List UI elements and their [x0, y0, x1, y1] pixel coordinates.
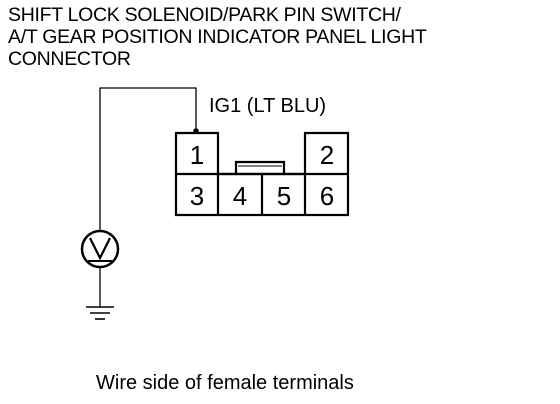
ground-icon: [86, 306, 114, 320]
terminal-6: 6: [320, 181, 334, 211]
terminal-3: 3: [190, 181, 204, 211]
terminal-4: 4: [233, 181, 247, 211]
diagram-title: SHIFT LOCK SOLENOID/PARK PIN SWITCH/ A/T…: [8, 4, 427, 70]
title-line-3: CONNECTOR: [8, 48, 131, 70]
terminal-1: 1: [190, 140, 204, 170]
terminal-5: 5: [277, 181, 291, 211]
title-line-1: SHIFT LOCK SOLENOID/PARK PIN SWITCH/: [8, 4, 401, 26]
diagram-caption: Wire side of female terminals: [96, 372, 354, 394]
test-lead-wire: [99, 87, 197, 232]
title-line-2: A/T GEAR POSITION INDICATOR PANEL LIGHT: [8, 26, 427, 48]
wire-label: IG1 (LT BLU): [209, 95, 326, 117]
connector-lock-tab: [234, 160, 286, 174]
connector-body: [174, 131, 350, 217]
voltmeter-icon: [80, 229, 120, 269]
terminal-2: 2: [320, 140, 334, 170]
